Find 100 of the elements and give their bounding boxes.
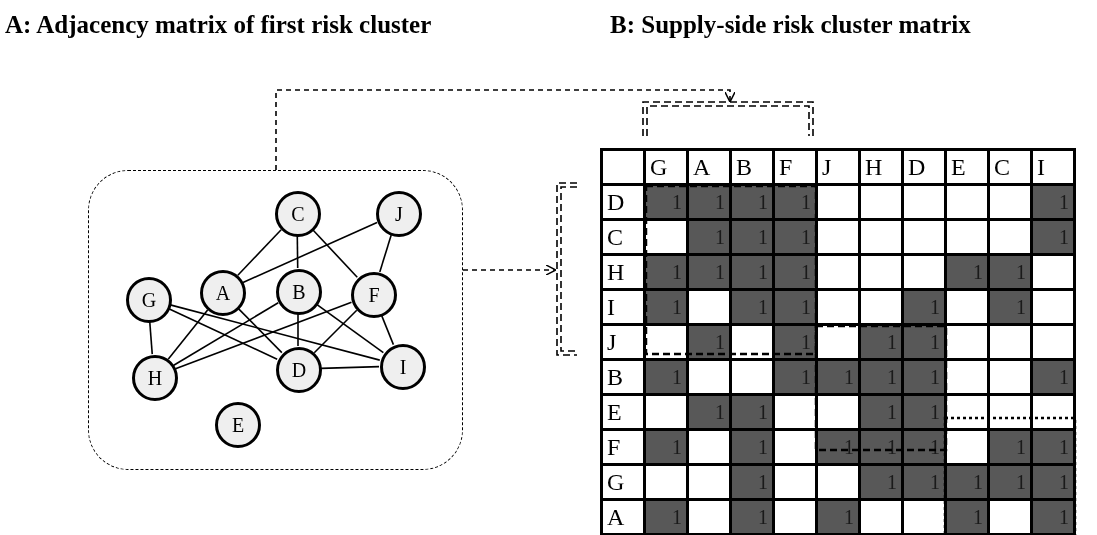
filled-cell: 1 [1033,501,1073,533]
empty-cell [689,431,729,463]
connector-line [174,301,353,370]
empty-cell [646,396,686,428]
filled-cell: 1 [861,396,901,428]
empty-cell [689,361,729,393]
empty-cell [689,466,729,498]
header-cell: J [603,326,643,358]
filled-cell: 1 [689,326,729,358]
header-cell: H [861,151,901,183]
filled-cell: 1 [861,326,901,358]
filled-cell: 1 [990,431,1030,463]
empty-cell [947,326,987,358]
empty-cell [904,186,944,218]
header-cell: G [646,151,686,183]
empty-cell [990,361,1030,393]
connector-line [315,303,385,354]
header-cell: F [603,431,643,463]
filled-cell: 1 [990,256,1030,288]
filled-cell: 1 [861,361,901,393]
empty-cell [1033,256,1073,288]
cluster-box [88,170,463,470]
filled-cell: 1 [904,361,944,393]
filled-cell: 1 [689,396,729,428]
dashed-arrow [275,89,736,171]
empty-cell [947,186,987,218]
filled-cell: 1 [861,466,901,498]
filled-cell: 1 [646,361,686,393]
header-cell: B [732,151,772,183]
empty-cell [861,221,901,253]
filled-cell: 1 [1033,361,1073,393]
empty-cell [904,256,944,288]
connector-line [297,313,299,347]
empty-cell [775,431,815,463]
empty-cell [818,466,858,498]
filled-cell: 1 [818,431,858,463]
header-cell: G [603,466,643,498]
filled-cell: 1 [947,466,987,498]
filled-cell: 1 [1033,221,1073,253]
empty-cell [646,221,686,253]
filled-cell: 1 [732,501,772,533]
empty-cell [732,361,772,393]
header-cell: C [990,151,1030,183]
empty-cell [818,186,858,218]
filled-cell: 1 [990,291,1030,323]
empty-cell [689,291,729,323]
connector-line [320,365,380,370]
filled-cell: 1 [732,396,772,428]
filled-cell: 1 [646,186,686,218]
filled-cell: 1 [732,256,772,288]
filled-cell: 1 [775,221,815,253]
filled-cell: 1 [689,186,729,218]
empty-cell [904,501,944,533]
connector-line [378,234,393,273]
filled-cell: 1 [775,361,815,393]
empty-cell [1033,291,1073,323]
empty-cell [861,256,901,288]
filled-cell: 1 [732,431,772,463]
empty-cell [646,326,686,358]
filled-cell: 1 [947,501,987,533]
filled-cell: 1 [904,291,944,323]
empty-cell [818,291,858,323]
filled-cell: 1 [904,396,944,428]
filled-cell: 1 [732,291,772,323]
connector-line [167,309,209,360]
empty-cell [732,326,772,358]
connector-line [148,321,154,355]
header-cell: B [603,361,643,393]
empty-cell [775,466,815,498]
row-bracket [556,182,578,356]
filled-cell: 1 [904,466,944,498]
filled-cell: 1 [1033,466,1073,498]
risk-matrix [600,148,1076,535]
connector-line [296,235,299,269]
connector-line [169,304,381,361]
empty-cell [1033,326,1073,358]
filled-cell: 1 [818,501,858,533]
filled-cell: 1 [775,186,815,218]
empty-cell [990,186,1030,218]
empty-cell [775,396,815,428]
filled-cell: 1 [775,256,815,288]
empty-cell [947,396,987,428]
filled-cell: 1 [947,256,987,288]
filled-cell: 1 [732,221,772,253]
empty-cell [947,361,987,393]
empty-cell [818,221,858,253]
filled-cell: 1 [689,221,729,253]
header-cell: H [603,256,643,288]
filled-cell: 1 [904,326,944,358]
filled-cell: 1 [775,291,815,323]
empty-cell [947,221,987,253]
filled-cell: 1 [1033,431,1073,463]
header-cell [603,151,643,183]
empty-cell [646,466,686,498]
header-cell: D [904,151,944,183]
header-cell: F [775,151,815,183]
filled-cell: 1 [646,501,686,533]
empty-cell [990,221,1030,253]
filled-cell: 1 [689,256,729,288]
empty-cell [861,291,901,323]
